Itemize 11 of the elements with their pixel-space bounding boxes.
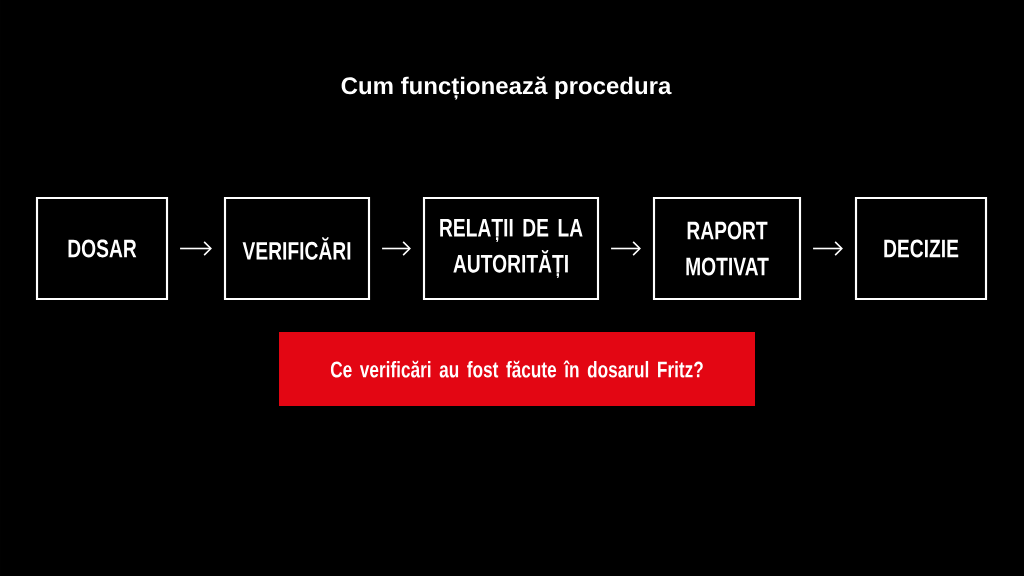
- question-banner: Ce verificări au fost făcute în dosarul Fritz?: [279, 332, 755, 406]
- arrow: [812, 241, 843, 256]
- process-box: DECIZIE: [854, 196, 988, 301]
- arrow: [179, 241, 212, 256]
- process-box: DOSAR: [35, 196, 169, 301]
- process-box: RELAȚII DE LA AUTORITĂȚI: [422, 196, 600, 301]
- process-box: RAPORT MOTIVAT: [652, 196, 802, 301]
- title: Cum funcționează procedura: [341, 76, 672, 100]
- arrow: [381, 241, 411, 256]
- process-box: VERIFICĂRI: [223, 196, 371, 301]
- arrow: [610, 241, 641, 256]
